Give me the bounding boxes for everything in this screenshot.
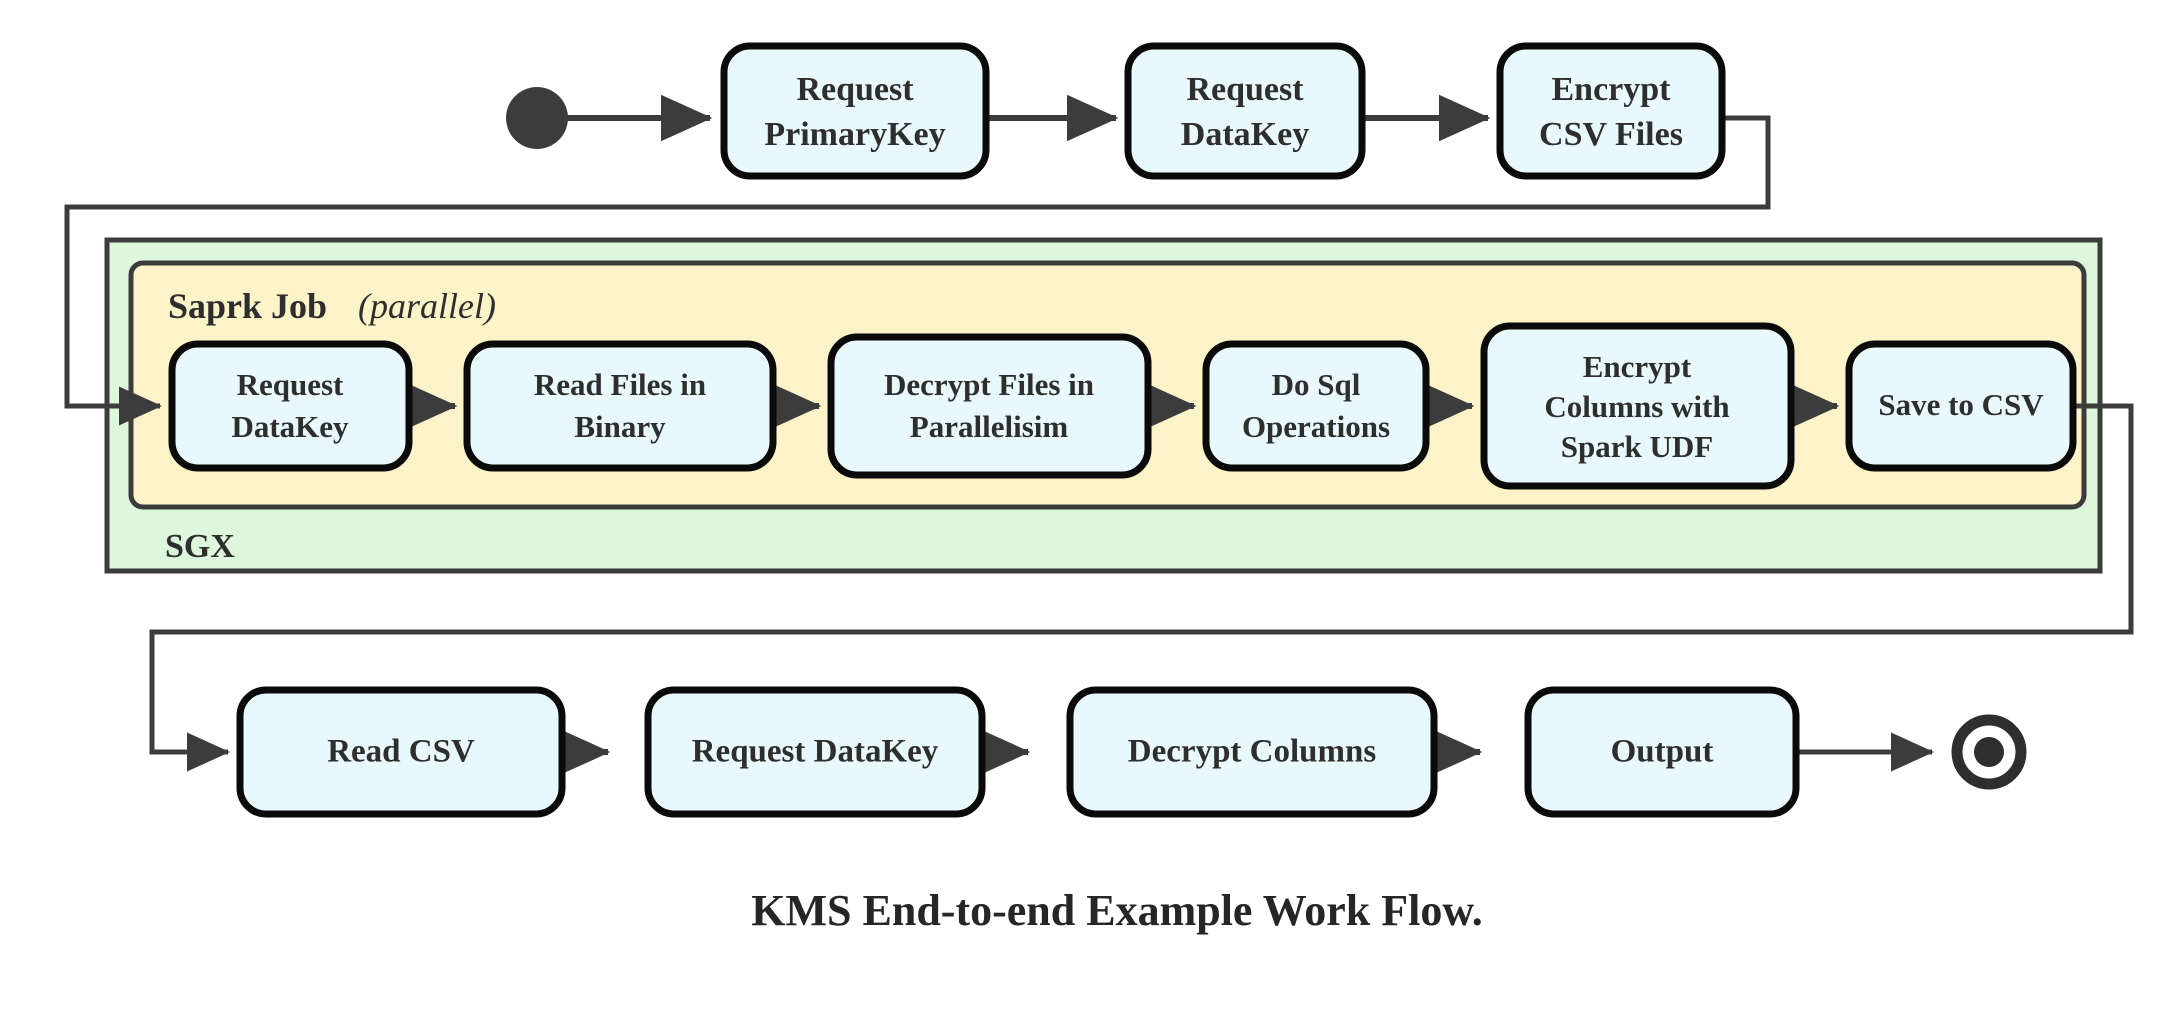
node-output-box[interactable] xyxy=(1524,686,1800,818)
node-output-line-0: Output xyxy=(1611,734,1714,770)
node-read-files-in-binary-line-1: Binary xyxy=(574,409,666,444)
diagram-caption: KMS End-to-end Example Work Flow. xyxy=(751,886,1482,935)
node-encrypt-columns-with-spark-udf-line-0: Encrypt xyxy=(1583,349,1692,384)
node-encrypt-csv-files-box[interactable] xyxy=(1496,42,1726,180)
node-save-to-csv[interactable]: Save to CSV xyxy=(1845,340,2077,472)
node-encrypt-columns-with-spark-udf-line-1: Columns with xyxy=(1544,389,1729,424)
node-do-sql-operations[interactable]: Do Sql Operations xyxy=(1202,340,1430,472)
node-do-sql-operations-line-1: Operations xyxy=(1242,409,1390,444)
node-encrypt-csv-files[interactable]: Encrypt CSV Files xyxy=(1496,42,1726,180)
node-request-primarykey-box[interactable] xyxy=(720,42,990,180)
node-decrypt-columns-box[interactable] xyxy=(1066,686,1438,818)
edge-encrypt-csv-to-spark-datakey xyxy=(64,115,1771,426)
node-decrypt-columns[interactable]: Decrypt Columns xyxy=(1066,686,1438,818)
end-node-inner-dot xyxy=(1974,737,2004,767)
node-request-datakey-top-line-1: DataKey xyxy=(1181,116,1309,153)
node-request-primarykey-line-1: PrimaryKey xyxy=(764,116,945,153)
node-read-files-in-binary[interactable]: Read Files in Binary xyxy=(463,340,777,472)
node-do-sql-operations-line-0: Do Sql xyxy=(1272,367,1361,402)
start-node-filled-circle xyxy=(506,87,568,149)
node-save-to-csv-line-0: Save to CSV xyxy=(1878,387,2044,422)
node-read-csv-box[interactable] xyxy=(236,686,566,818)
node-encrypt-columns-with-spark-udf-line-2: Spark UDF xyxy=(1561,429,1713,464)
spark-job-group-label: Saprk Job xyxy=(168,286,327,326)
node-decrypt-files-in-parallelisim-line-1: Parallelisim xyxy=(910,409,1069,444)
node-encrypt-csv-files-line-0: Encrypt xyxy=(1552,71,1672,108)
node-read-files-in-binary-line-0: Read Files in xyxy=(534,367,706,402)
node-do-sql-operations-box[interactable] xyxy=(1202,340,1430,472)
node-read-csv-line-0: Read CSV xyxy=(327,734,475,770)
node-request-datakey-spark[interactable]: Request DataKey xyxy=(168,340,413,472)
sgx-group-label: SGX xyxy=(165,528,235,565)
node-read-csv[interactable]: Read CSV xyxy=(236,686,566,818)
node-request-datakey-spark-line-0: Request xyxy=(237,367,344,402)
node-decrypt-columns-line-0: Decrypt Columns xyxy=(1128,734,1377,770)
node-request-datakey-top[interactable]: Request DataKey xyxy=(1124,42,1366,180)
node-decrypt-files-in-parallelisim-box[interactable] xyxy=(827,333,1152,479)
start-node xyxy=(506,87,568,149)
node-request-datakey-spark-line-1: DataKey xyxy=(231,409,349,444)
node-output[interactable]: Output xyxy=(1524,686,1800,818)
node-request-datakey-bottom[interactable]: Request DataKey xyxy=(644,686,986,818)
node-encrypt-columns-with-spark-udf[interactable]: Encrypt Columns with Spark UDF xyxy=(1480,322,1795,490)
edge-save-csv-to-read-csv xyxy=(149,403,2134,772)
node-request-datakey-spark-box[interactable] xyxy=(168,340,413,472)
node-request-datakey-top-line-0: Request xyxy=(1186,71,1304,108)
node-request-datakey-bottom-box[interactable] xyxy=(644,686,986,818)
node-encrypt-columns-with-spark-udf-box[interactable] xyxy=(1480,322,1795,490)
spark-job-group-modifier: (parallel) xyxy=(358,286,496,326)
node-encrypt-csv-files-line-1: CSV Files xyxy=(1539,116,1683,153)
node-request-datakey-bottom-line-0: Request DataKey xyxy=(692,734,939,770)
node-request-primarykey-line-0: Request xyxy=(796,71,914,108)
node-decrypt-files-in-parallelisim[interactable]: Decrypt Files in Parallelisim xyxy=(827,333,1152,479)
node-decrypt-files-in-parallelisim-line-0: Decrypt Files in xyxy=(884,367,1094,402)
node-request-primarykey[interactable]: Request PrimaryKey xyxy=(720,42,990,180)
node-read-files-in-binary-box[interactable] xyxy=(463,340,777,472)
node-save-to-csv-box[interactable] xyxy=(1845,340,2077,472)
end-node xyxy=(1951,714,2027,790)
node-request-datakey-top-box[interactable] xyxy=(1124,42,1366,180)
